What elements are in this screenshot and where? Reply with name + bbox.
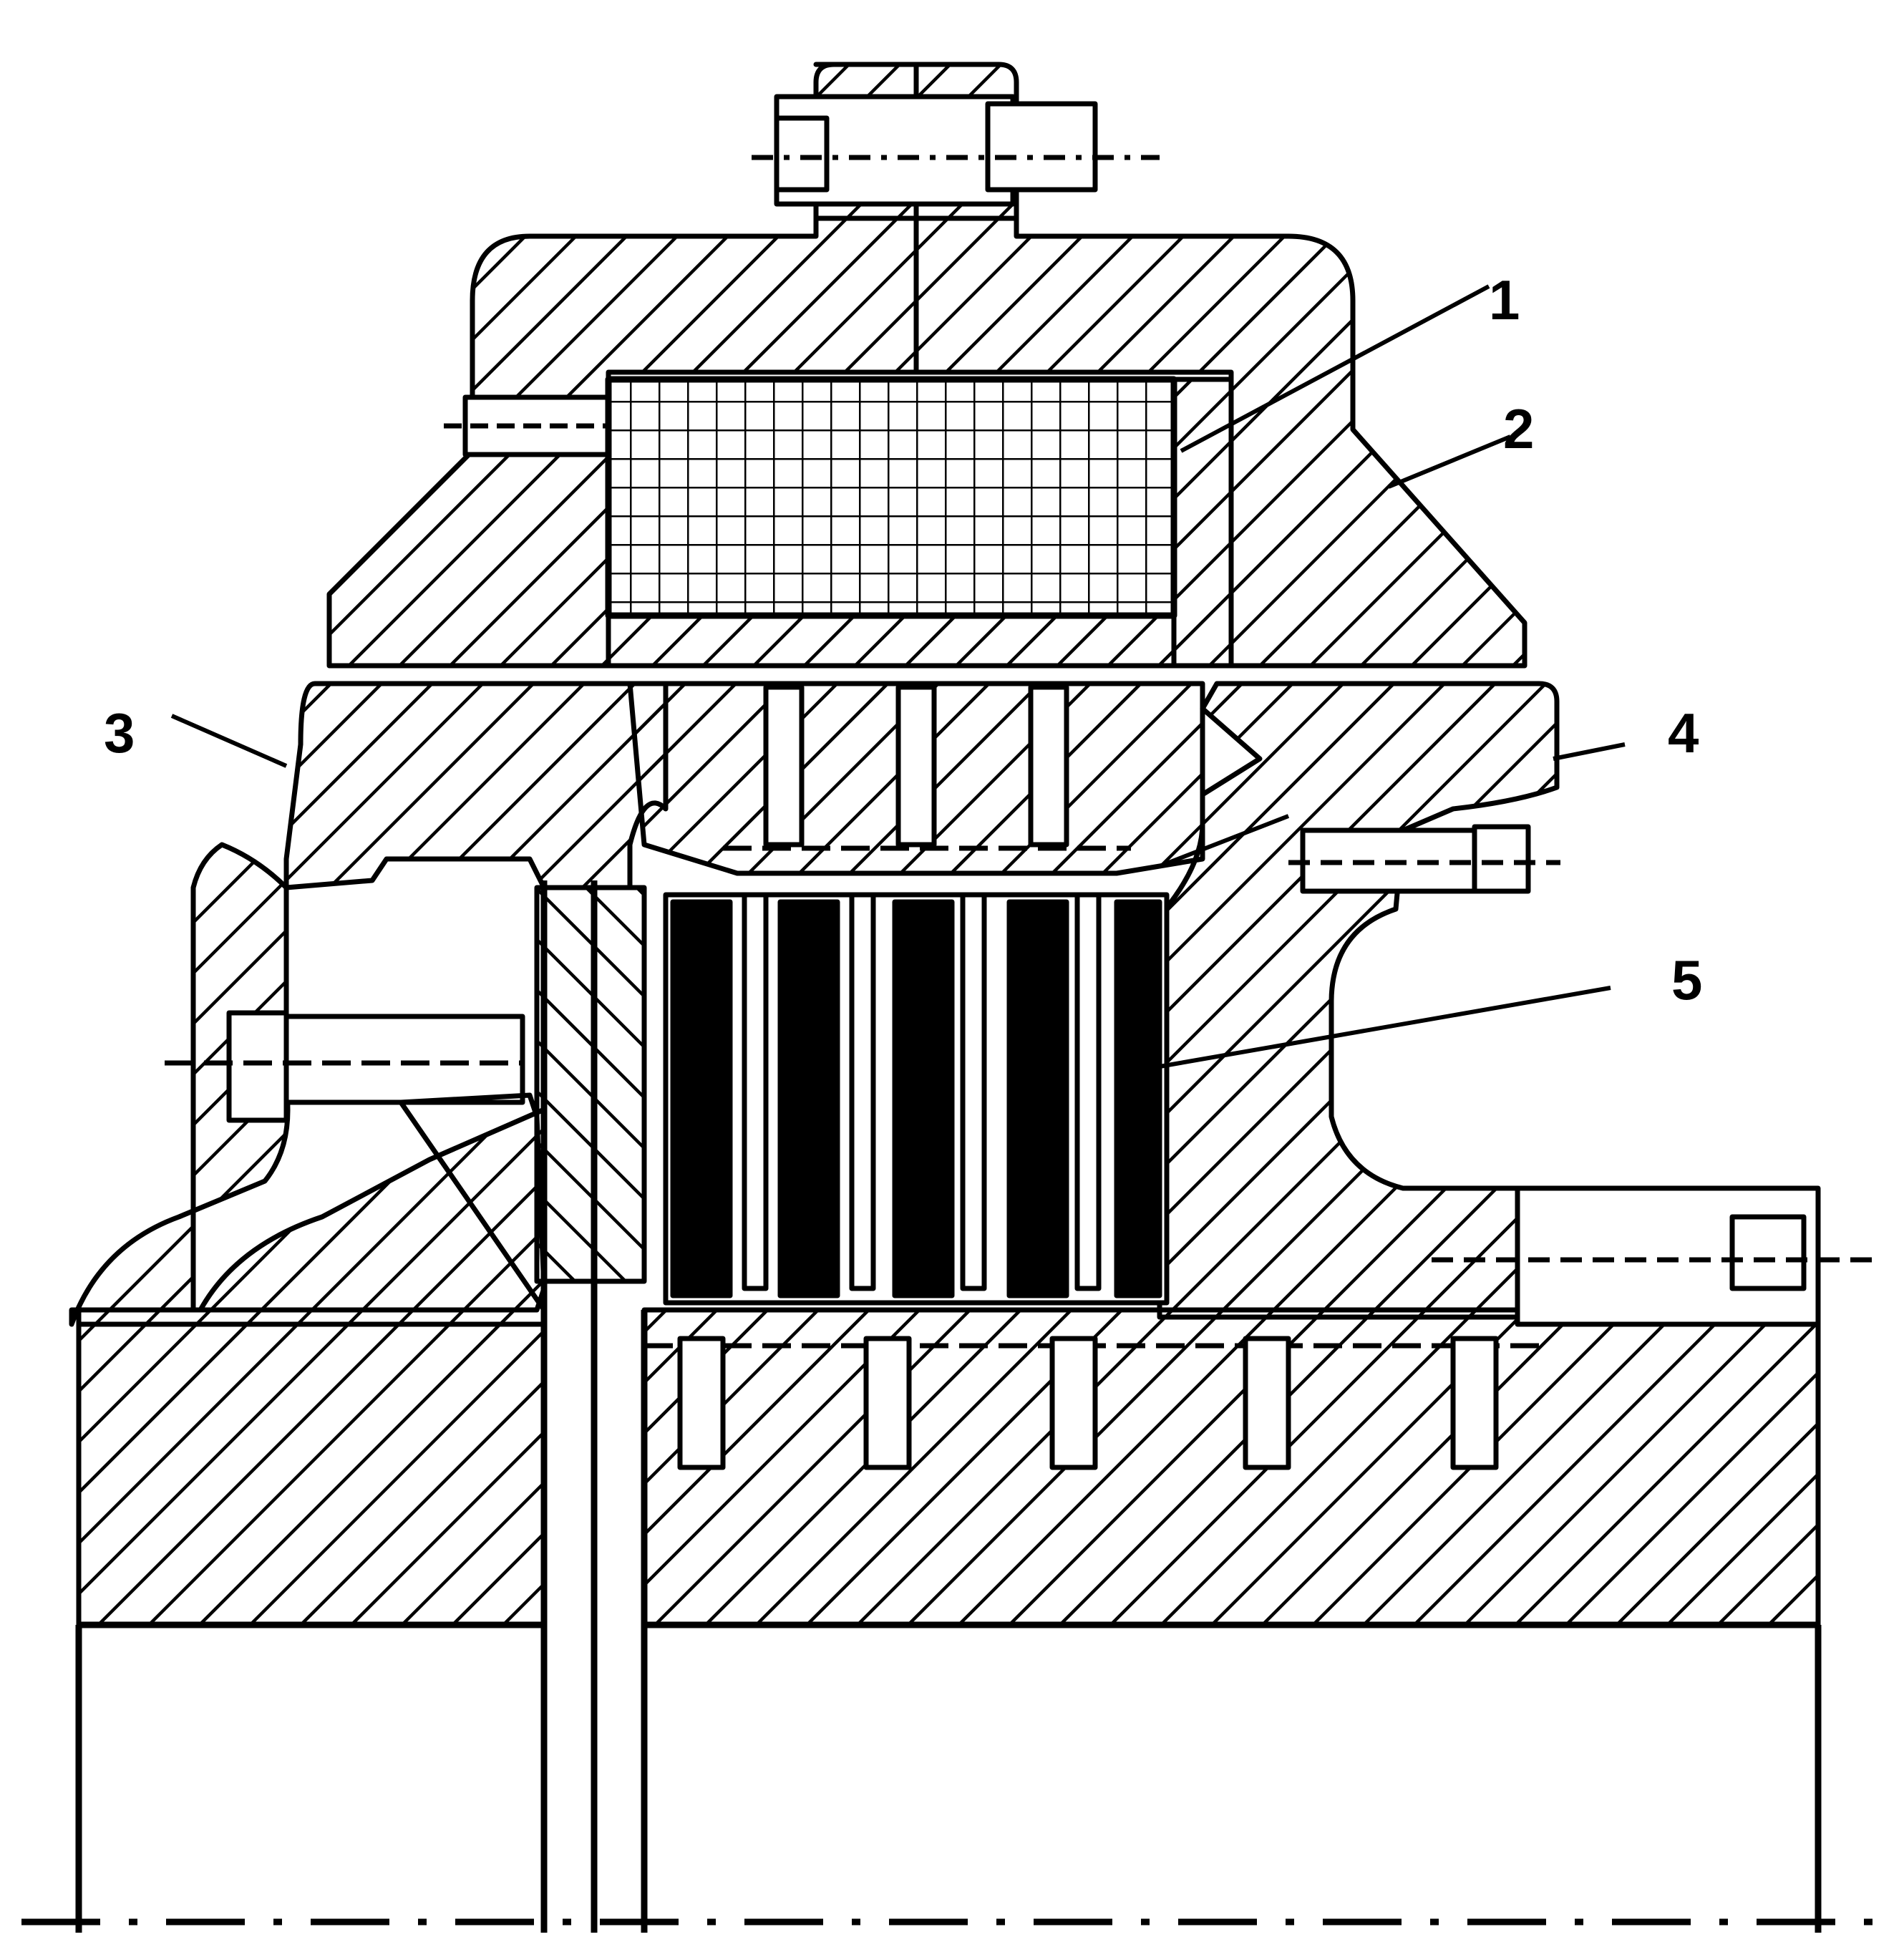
pin-1 <box>677 1336 726 1470</box>
leader-5 <box>1159 986 1611 1069</box>
pin-5 <box>1450 1336 1499 1470</box>
left-bolt <box>165 1010 525 1123</box>
upper-pin-1 <box>763 684 805 848</box>
callout-label-3: 3 <box>104 701 135 764</box>
upper-pin-2 <box>895 684 937 848</box>
lamination-stack <box>663 892 1170 1306</box>
pin-3 <box>1049 1336 1098 1470</box>
leader-4 <box>1158 814 1290 868</box>
callout-label-4: 4 <box>1668 701 1699 764</box>
upper-housing <box>326 215 1527 669</box>
pin-2 <box>863 1336 912 1470</box>
left-sleeve <box>76 885 647 1628</box>
leader-3 <box>170 714 288 768</box>
right-flange <box>1157 681 1563 1320</box>
central-hub <box>627 681 1875 1628</box>
upper-pin-3 <box>1028 684 1069 848</box>
callout-label-1: 1 <box>1489 268 1520 331</box>
leader-1 <box>1180 284 1490 453</box>
leader-2 <box>1387 434 1512 489</box>
callout-label-5: 5 <box>1671 948 1703 1011</box>
pin-4 <box>1243 1336 1291 1470</box>
leader-4b <box>1553 742 1626 761</box>
winding-block <box>605 376 1177 619</box>
callout-label-2: 2 <box>1503 397 1535 460</box>
top-clamp-block <box>752 62 1160 221</box>
